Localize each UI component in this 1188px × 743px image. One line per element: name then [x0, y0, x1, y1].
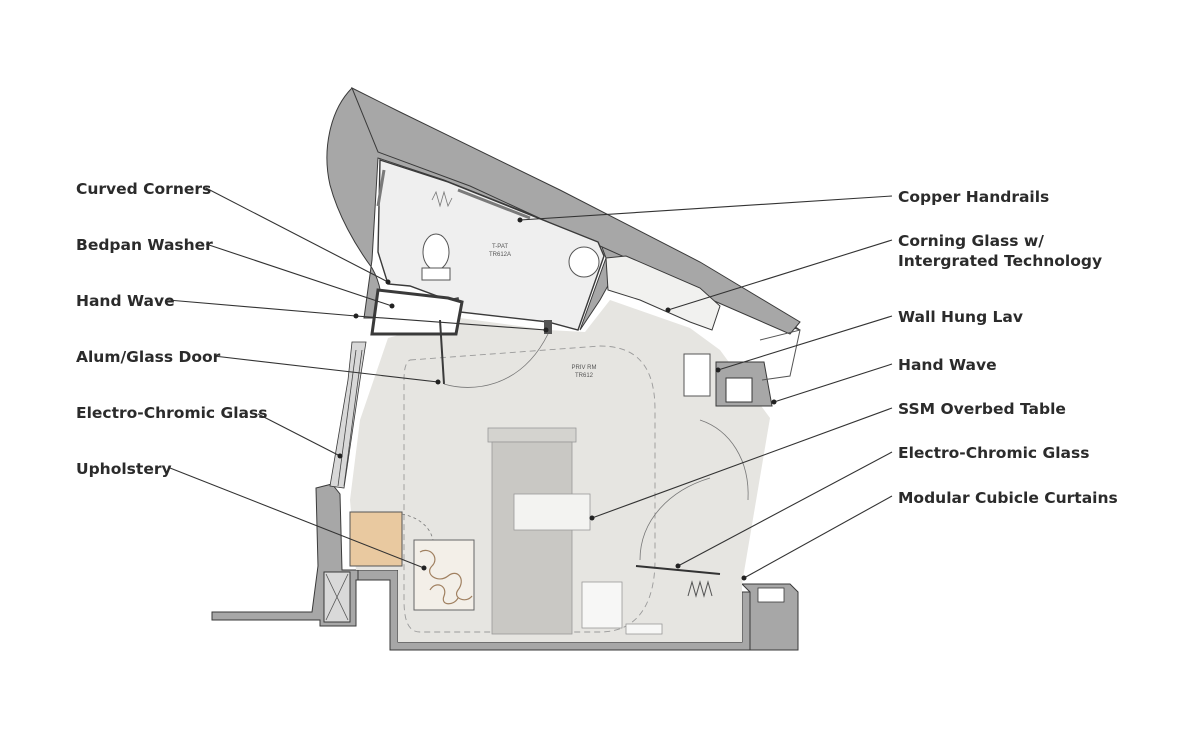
leader-upholstery: [169, 467, 425, 569]
label-hand-wave-right: Hand Wave: [898, 356, 997, 374]
leader-bedpan-washer: [205, 243, 393, 307]
label-bedpan-washer: Bedpan Washer: [76, 236, 213, 254]
leader-dot-bedpan-washer: [389, 303, 395, 309]
leader-dot-ssm-overbed-table: [589, 515, 595, 521]
toilet-room-tag: T-PAT: [492, 244, 508, 250]
leader-dot-alum-glass-door: [435, 379, 441, 385]
chair-pattern: [419, 549, 473, 601]
ssm-overbed-table: [513, 493, 591, 531]
window-bench: [349, 511, 403, 567]
label-curved-corners: Curved Corners: [76, 180, 211, 198]
alum-glass-door: [439, 319, 445, 385]
toilet-accent: [431, 190, 453, 208]
bedpan-washer: [370, 288, 464, 336]
leader-dot-hand-wave-b: [543, 327, 549, 333]
label-alum-glass-door: Alum/Glass Door: [76, 348, 221, 366]
chair-pattern-2: [429, 584, 459, 605]
label-corning-glass-line1: Corning Glass w/: [898, 232, 1044, 250]
leader-alum-glass-door: [213, 355, 439, 383]
right-labels: Copper Handrails Corning Glass w/ Interg…: [898, 188, 1118, 507]
leader-wall-hung-lav: [717, 315, 893, 371]
label-ssm-overbed-table: SSM Overbed Table: [898, 400, 1066, 418]
left-labels: Curved Corners Bedpan Washer Hand Wave A…: [76, 180, 267, 478]
patient-room-number: TR612: [575, 373, 594, 379]
label-modular-cubicle-curtains: Modular Cubicle Curtains: [898, 489, 1118, 507]
label-electro-chromic-left: Electro-Chromic Glass: [76, 404, 267, 422]
leader-corning-glass: [667, 239, 893, 311]
leader-dot-wall-hung-lav: [715, 367, 721, 373]
entry-door-swing: [699, 419, 749, 501]
bedside-cabinet: [581, 581, 623, 629]
right-leaders: [517, 195, 893, 581]
cubicle-curtain-folds: [687, 580, 713, 598]
toilet-sink: [568, 246, 600, 278]
patient-room-tag: PRIV RM: [571, 365, 596, 371]
wall-hung-lav: [683, 353, 711, 397]
leader-curved-corners: [205, 187, 389, 283]
exterior-glass-right: [759, 329, 801, 381]
column-cross: [325, 573, 349, 621]
leader-dot-modular-cubicle-curtains: [741, 575, 747, 581]
toilet-bowl: [422, 233, 450, 271]
corning-glass-zone: [605, 255, 721, 331]
label-electro-chromic-right: Electro-Chromic Glass: [898, 444, 1089, 462]
electro-chromic-window: [329, 341, 367, 489]
copper-handrail: [457, 188, 531, 220]
outer-angled-wall: [351, 86, 801, 335]
bedside-tray: [625, 623, 663, 635]
bed: [491, 441, 573, 635]
bottom-right-fixture: [757, 587, 785, 603]
entry-door-swing-2: [639, 477, 711, 561]
leader-dot-electro-chromic-left: [337, 453, 343, 459]
door-jamb: [544, 320, 552, 334]
bed-headboard: [487, 427, 577, 443]
entry-door-leaf: [635, 565, 721, 575]
leader-electro-chromic-left: [257, 413, 341, 457]
upholstered-chair: [413, 539, 475, 611]
leader-dot-curved-corners: [385, 279, 391, 285]
leader-ssm-overbed-table: [591, 407, 893, 519]
left-leaders: [167, 187, 549, 571]
leader-dot-corning-glass: [665, 307, 671, 313]
leader-dot-copper-handrails: [517, 217, 523, 223]
leader-dot-hand-wave-a: [353, 313, 359, 319]
toilet-room-number: TR612A: [489, 252, 511, 258]
label-corning-glass-line2: Intergrated Technology: [898, 252, 1102, 270]
label-copper-handrails: Copper Handrails: [898, 188, 1049, 206]
label-upholstery: Upholstery: [76, 460, 172, 478]
leader-dot-hand-wave-right: [771, 399, 777, 405]
leader-modular-cubicle-curtains: [743, 495, 893, 579]
leader-dot-electro-chromic-right: [675, 563, 681, 569]
label-wall-hung-lav: Wall Hung Lav: [898, 308, 1023, 326]
leader-electro-chromic-right: [677, 451, 893, 567]
leader-copper-handrails: [519, 195, 893, 221]
leader-dot-upholstery: [421, 565, 427, 571]
handrail-2: [376, 169, 386, 207]
label-hand-wave-left: Hand Wave: [76, 292, 175, 310]
leader-hand-wave-right: [773, 363, 893, 403]
door-swing-arc: [443, 333, 549, 388]
curtain-track: [403, 345, 656, 633]
hand-wave-unit: [725, 377, 753, 403]
toilet-tank: [421, 267, 451, 281]
